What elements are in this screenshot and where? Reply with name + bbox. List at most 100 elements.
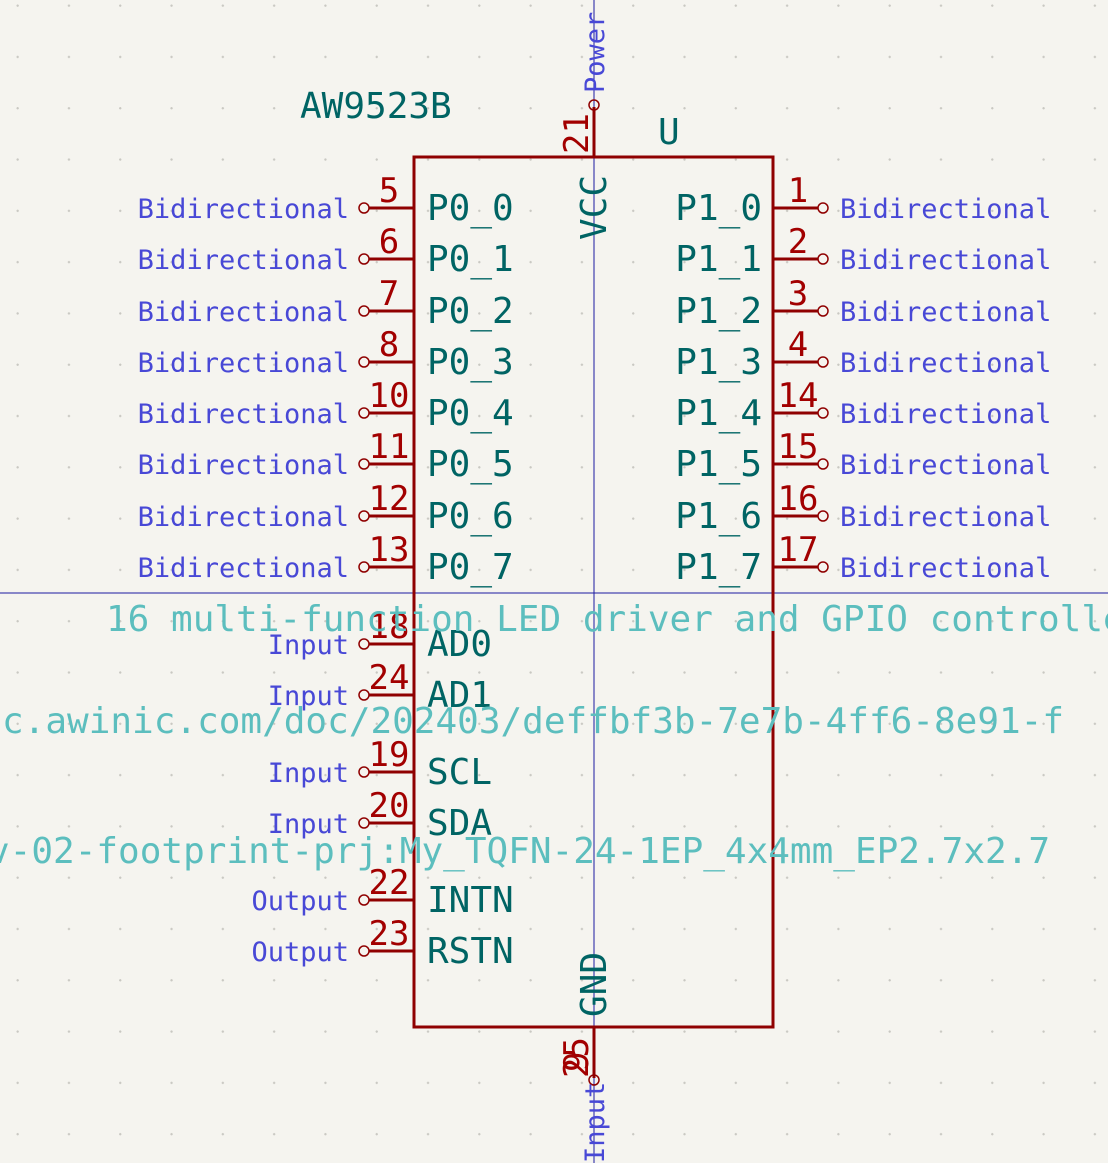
pin-p1-0[interactable]: 1 P1_0 Bidirectional [675,171,1051,229]
pin-p1-5-type: Bidirectional [840,450,1051,481]
pin-vcc-name: VCC [574,175,615,240]
pin-vcc-type: Power [580,12,611,93]
pin-ad0-type: Input [268,630,349,661]
pin-p0-3-number: 8 [379,325,399,365]
pin-p0-6-number: 12 [369,479,410,519]
pin-rstn-type: Output [251,937,349,968]
pin-gnd[interactable]: 25 9 GND Input [557,952,615,1163]
pin-p0-7-type: Bidirectional [138,553,349,584]
pin-ad0-name: AD0 [427,624,492,665]
pin-scl-type: Input [268,758,349,789]
pin-p1-7-type: Bidirectional [840,553,1051,584]
pin-p0-6-name: P0_6 [427,496,514,537]
pin-p0-1-type: Bidirectional [138,245,349,276]
pin-p0-2[interactable]: 7 P0_2 Bidirectional [138,274,514,332]
pin-p0-2-type: Bidirectional [138,297,349,328]
pin-p0-3-type: Bidirectional [138,348,349,379]
pin-p1-2[interactable]: 3 P1_2 Bidirectional [675,274,1051,332]
pin-p1-1-name: P1_1 [675,239,762,280]
symbol-datasheet[interactable]: c.awinic.com/doc/202403/deffbf3b-7e7b-4f… [2,701,1064,742]
symbol-value[interactable]: AW9523B [300,86,452,127]
pin-p0-4-endpoint [358,407,370,419]
pin-p0-5-number: 11 [369,427,410,467]
pin-p1-7[interactable]: 17 P1_7 Bidirectional [675,530,1051,588]
pin-p0-4-type: Bidirectional [138,399,349,430]
pin-p1-6-type: Bidirectional [840,502,1051,533]
pin-p1-4-endpoint [817,407,829,419]
pin-p0-1-endpoint [358,253,370,265]
pin-sda[interactable]: 20 SDA Input [268,786,493,844]
pin-ad0-endpoint [358,638,370,650]
pin-rstn-endpoint [358,945,370,957]
pin-p1-7-number: 17 [778,530,819,570]
pin-p1-0-number: 1 [788,171,808,211]
pin-gnd-type: Input [580,1082,611,1163]
pin-p0-2-endpoint [358,305,370,317]
symbol-reference[interactable]: U [658,112,680,153]
pin-p0-3[interactable]: 8 P0_3 Bidirectional [138,325,514,383]
pin-ad1[interactable]: 24 AD1 Input [268,658,492,716]
pin-gnd-number-b: 9 [557,1052,597,1072]
pin-p1-2-number: 3 [788,274,808,314]
pin-ad0[interactable]: 18 AD0 Input [268,607,492,665]
pin-gnd-number-a: 25 [557,1037,597,1078]
pin-intn-name: INTN [427,880,514,921]
pin-p1-3-type: Bidirectional [840,348,1051,379]
pin-p1-5-name: P1_5 [675,444,762,485]
pin-gnd-endpoint [588,1074,600,1086]
pin-p1-6-number: 16 [778,479,819,519]
pin-p1-2-name: P1_2 [675,291,762,332]
pin-sda-type: Input [268,809,349,840]
pin-p1-4-type: Bidirectional [840,399,1051,430]
pin-p0-0-type: Bidirectional [138,194,349,225]
pin-p0-4-number: 10 [369,376,410,416]
pin-p0-0-endpoint [358,202,370,214]
pin-sda-number: 20 [369,786,410,826]
pin-rstn-number: 23 [369,914,410,954]
pin-sda-name: SDA [427,803,492,844]
pin-p0-5-endpoint [358,458,370,470]
pin-p1-3-name: P1_3 [675,342,762,383]
pin-p1-7-name: P1_7 [675,547,762,588]
pin-p1-0-endpoint [817,202,829,214]
symbol-description[interactable]: 16 multi-function LED driver and GPIO co… [106,599,1108,640]
pin-p1-0-type: Bidirectional [840,194,1051,225]
pin-p1-2-endpoint [817,305,829,317]
pin-p1-1-type: Bidirectional [840,245,1051,276]
pin-p0-2-name: P0_2 [427,291,514,332]
pin-p0-1-number: 6 [379,222,399,262]
pin-ad1-name: AD1 [427,675,492,716]
pin-p0-0-name: P0_0 [427,188,514,229]
pin-p1-7-endpoint [817,561,829,573]
pin-p0-7-endpoint [358,561,370,573]
pin-ad1-type: Input [268,681,349,712]
pin-p1-6-name: P1_6 [675,496,762,537]
pin-p1-2-type: Bidirectional [840,297,1051,328]
pin-p1-0-name: P1_0 [675,188,762,229]
pin-ad1-number: 24 [369,658,410,698]
pin-vcc[interactable]: 21 VCC Power [557,12,615,240]
pin-p0-2-number: 7 [379,274,399,314]
pin-p1-4-name: P1_4 [675,393,762,434]
pin-p1-6[interactable]: 16 P1_6 Bidirectional [675,479,1051,537]
pin-ad0-number: 18 [369,607,410,647]
symbol-footprint[interactable]: v-02-footprint-prj:My_TQFN-24-1EP_4x4mm_… [0,831,1050,872]
pin-scl-name: SCL [427,752,492,793]
pin-p0-3-name: P0_3 [427,342,514,383]
